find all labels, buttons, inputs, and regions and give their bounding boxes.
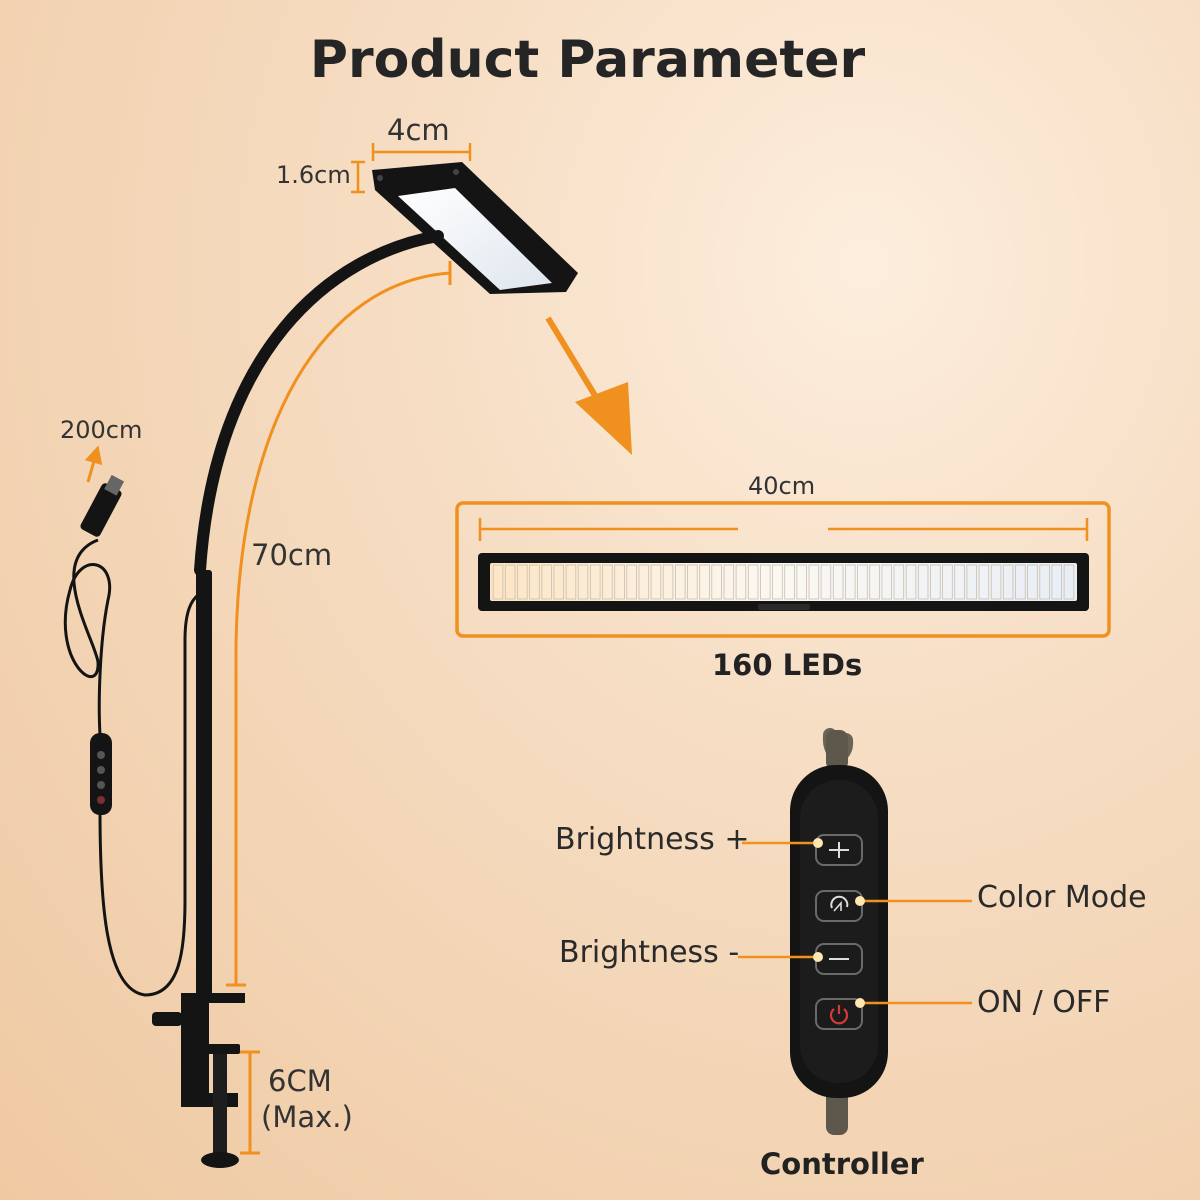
power-button[interactable] (815, 998, 863, 1030)
led-cell (1051, 564, 1063, 600)
led-cell (784, 564, 795, 600)
brightness-minus-button[interactable] (815, 943, 863, 975)
led-cell (1015, 564, 1026, 600)
led-cell (942, 564, 953, 600)
led-cell (869, 564, 880, 600)
arm-length-dimension (226, 261, 452, 987)
led-cell (930, 564, 941, 600)
light-bar-length-dimension (478, 518, 1089, 541)
led-cell (772, 564, 783, 600)
color-mode-icon (830, 895, 849, 912)
led-cell (893, 564, 905, 600)
head-width-label: 4cm (387, 113, 450, 147)
cable-length-label: 200cm (60, 416, 143, 444)
minus-icon (829, 958, 849, 960)
pointer-arrow (545, 316, 632, 455)
light-bar-length-label: 40cm (748, 472, 816, 500)
led-cell (626, 564, 637, 600)
led-cell (553, 564, 565, 600)
on-off-label: ON / OFF (977, 985, 1111, 1020)
led-cell (638, 564, 650, 600)
led-cell (808, 564, 820, 600)
power-icon (829, 1005, 849, 1025)
led-cell (1063, 564, 1075, 600)
led-cell (820, 564, 832, 600)
head-thickness-label: 1.6cm (276, 161, 351, 189)
led-cell (723, 564, 735, 600)
led-cell (517, 564, 528, 600)
brightness-minus-label: Brightness - (559, 935, 740, 970)
led-cells (492, 564, 1075, 600)
led-cell (857, 564, 868, 600)
light-bar-frame (455, 501, 1111, 638)
led-cell (662, 564, 674, 600)
led-cell (541, 564, 552, 600)
plus-icon (829, 842, 849, 858)
clamp-opening-label: 6CM (268, 1064, 332, 1098)
led-count-label: 160 LEDs (712, 648, 863, 682)
light-bar (478, 553, 1089, 611)
led-cell (614, 564, 625, 600)
led-cell (990, 564, 1002, 600)
led-cell (602, 564, 613, 600)
led-cell (675, 564, 686, 600)
led-cell (1039, 564, 1050, 600)
led-cell (954, 564, 965, 600)
lamp-head (372, 162, 578, 294)
clamp-opening-dimension (240, 1050, 260, 1155)
led-cell (504, 564, 516, 600)
usb-cable (63, 474, 200, 997)
brightness-plus-label: Brightness + (555, 822, 750, 857)
cable-arrow (84, 445, 103, 483)
led-cell (735, 564, 747, 600)
led-cell (966, 564, 978, 600)
led-cell (590, 564, 601, 600)
led-cell (905, 564, 917, 600)
page-title: Product Parameter (309, 30, 866, 90)
color-mode-label: Color Mode (977, 880, 1147, 915)
led-cell (747, 564, 759, 600)
led-cell (978, 564, 990, 600)
brightness-plus-button[interactable] (815, 834, 863, 866)
led-cell (711, 564, 722, 600)
led-cell (760, 564, 771, 600)
led-cell (1002, 564, 1014, 600)
led-cell (845, 564, 856, 600)
head-thickness-dimension (351, 160, 365, 194)
controller-device (790, 728, 888, 1135)
led-cell (492, 564, 504, 600)
led-cell (577, 564, 589, 600)
led-cell (1027, 564, 1038, 600)
controller-title: Controller (760, 1147, 924, 1181)
led-cell (565, 564, 577, 600)
lamp-pole (196, 570, 212, 1000)
led-cell (881, 564, 893, 600)
clamp-note-label: (Max.) (261, 1100, 353, 1134)
led-cell (699, 564, 710, 600)
led-cell (917, 564, 929, 600)
desk-clamp (152, 993, 245, 1168)
led-cell (796, 564, 807, 600)
arm-length-label: 70cm (251, 538, 333, 572)
gooseneck-arm (194, 230, 444, 576)
head-width-dimension (371, 143, 472, 161)
led-cell (687, 564, 698, 600)
color-mode-button[interactable] (815, 890, 863, 922)
led-cell (529, 564, 540, 600)
led-cell (650, 564, 662, 600)
led-cell (832, 564, 844, 600)
